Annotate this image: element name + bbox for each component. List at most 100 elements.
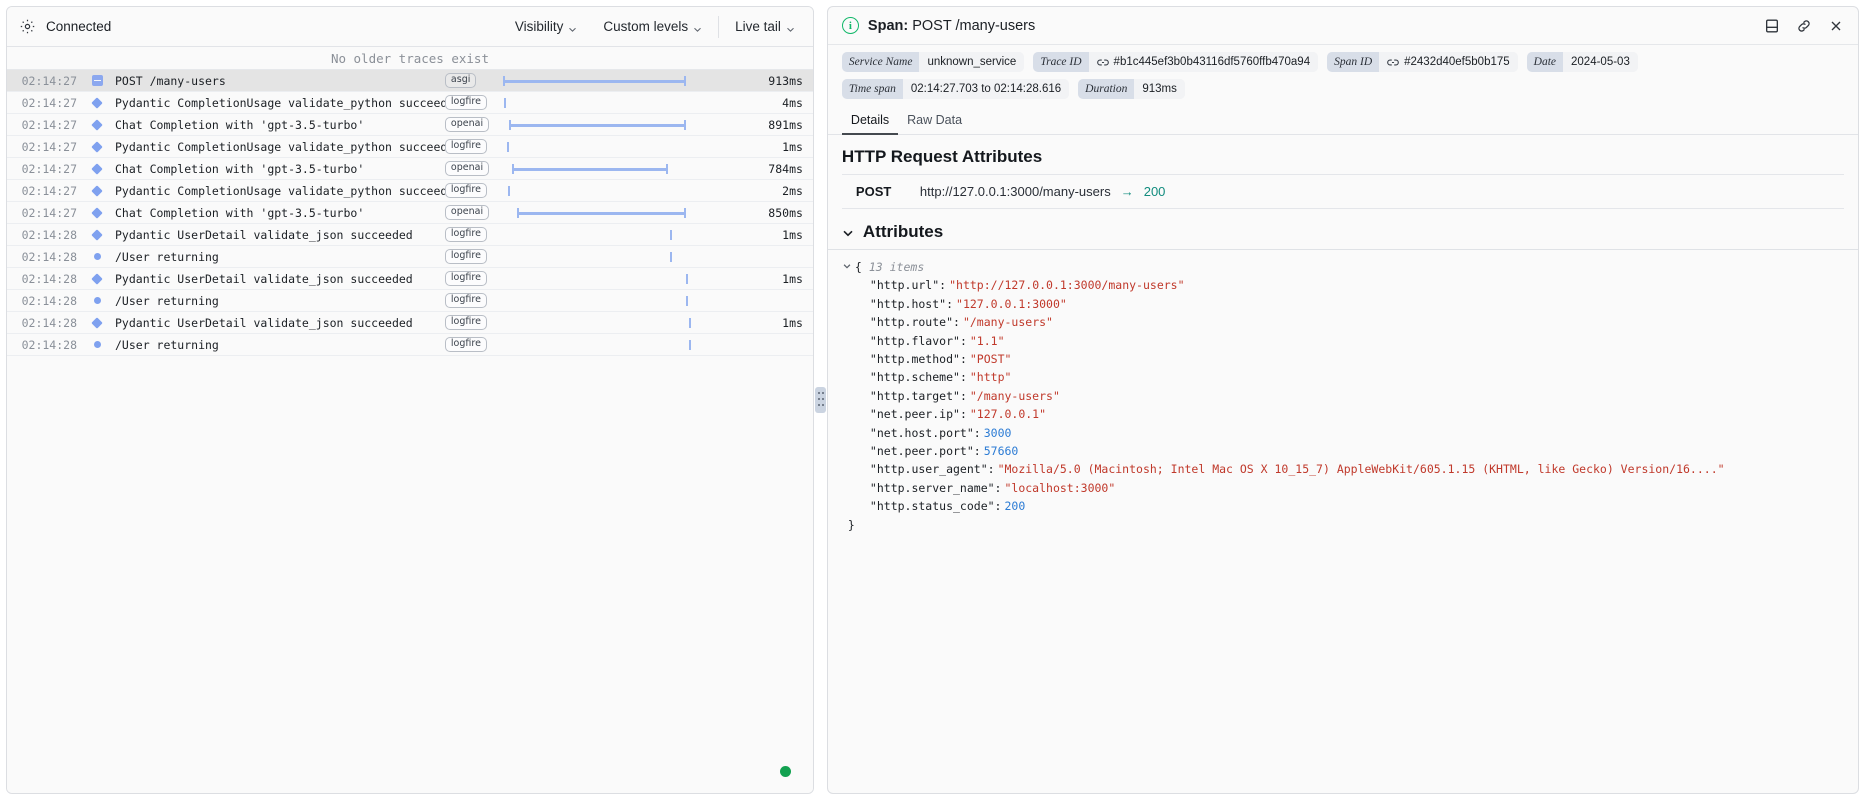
trace-row-label: Pydantic CompletionUsage validate_python… [115,139,445,154]
trace-row-duration: 1ms [782,227,803,242]
json-root-line[interactable]: { 13 items [842,258,1844,276]
tab-raw-data[interactable]: Raw Data [907,113,963,127]
json-entry-value: 57660 [983,444,1019,459]
chevron-down-icon [568,22,577,32]
diamond-icon [81,140,113,153]
trace-row-badge: openai [444,116,490,133]
metadata-pill-value-text: unknown_service [927,56,1017,68]
span-title-value: POST /many-users [912,17,1036,34]
trace-row-badge-cell: openai [444,116,501,133]
close-icon[interactable] [1828,18,1844,34]
json-entry-key: "net.peer.port" [869,444,974,459]
json-entry: "http.route":"/many-users" [842,313,1844,331]
trace-row[interactable]: 02:14:27 Pydantic CompletionUsage validat… [7,136,813,158]
tab-details[interactable]: Details [841,109,899,135]
splitter-grip-icon [814,387,826,413]
live-status-dot [779,766,791,777]
json-entry-value: "127.0.0.1" [969,407,1047,422]
trace-row-badge: logfire [444,314,487,331]
span-detail-panel: i Span: POST /many-users [826,6,1859,794]
trace-row-badge-cell: asgi [444,72,501,89]
json-entry-key: "http.scheme" [869,370,960,385]
trace-row-timestamp: 02:14:27 [21,139,77,154]
visibility-label: Visibility [514,19,564,34]
gear-icon[interactable] [19,18,36,35]
attributes-json-viewer: { 13 items "http.url":"http://127.0.0.1:… [828,250,1858,534]
metadata-pill-value[interactable]: #b1c445ef3b0b43116df5760ffb470a94 [1088,52,1319,72]
attributes-section-header[interactable]: Attributes [827,209,1858,250]
json-open-brace: { [854,260,862,274]
diamond-icon [81,206,113,219]
json-entry: "net.peer.port":57660 [842,442,1844,460]
json-entry-value: 3000 [983,425,1012,440]
panel-layout-icon[interactable] [1764,18,1780,34]
metadata-pill-value: 2024-05-03 [1563,52,1638,72]
json-entry-value: "/many-users" [962,315,1053,330]
json-colon: : [959,407,967,422]
custom-levels-label: Custom levels [603,19,689,34]
link-icon[interactable] [1796,18,1812,34]
trace-row-duration-bar [501,334,747,356]
trace-row-duration: 1ms [782,315,803,330]
metadata-pill-value-text: #b1c445ef3b0b43116df5760ffb470a94 [1113,56,1311,68]
section-title: HTTP Request Attributes [841,147,1043,166]
trace-row-badge: openai [444,204,490,221]
custom-levels-dropdown[interactable]: Custom levels [597,16,708,37]
info-icon: i [841,17,859,34]
trace-row-duration: 1ms [782,271,803,286]
link-icon [1096,58,1109,67]
trace-row-badge: asgi [444,72,477,89]
panel-splitter-handle[interactable] [813,6,827,794]
dot-icon [81,253,113,260]
span-detail-tabs[interactable]: Details Raw Data [827,107,1858,135]
metadata-pill-value[interactable]: #2432d40ef5b0b175 [1379,52,1518,72]
trace-row-timestamp: 02:14:27 [21,161,77,176]
visibility-dropdown[interactable]: Visibility [509,16,584,37]
chevron-down-icon[interactable] [842,258,852,269]
span-title-prefix: Span: [867,17,909,34]
json-entry: "http.url":"http://127.0.0.1:3000/many-u… [842,276,1844,294]
json-colon: : [953,315,960,330]
metadata-pill-value: 913ms [1134,79,1185,99]
dot-icon [81,297,113,304]
trace-row-duration: 4ms [782,95,803,110]
trace-row-timestamp: 02:14:28 [21,249,77,264]
json-entry-value: 200 [1004,499,1026,514]
dot-icon [81,341,113,348]
trace-row-badge-cell: logfire [444,336,501,353]
http-request-row: POST http://127.0.0.1:3000/many-users → … [841,174,1844,209]
trace-row-duration-bar [501,224,747,246]
json-entry-value: "/many-users" [969,388,1060,403]
json-colon: : [973,444,981,459]
json-entry: "http.server_name":"localhost:3000" [842,479,1844,497]
trace-row-timestamp: 02:14:27 [21,205,77,220]
live-tail-dropdown[interactable]: Live tail [729,16,801,37]
json-entry: "http.method":"POST" [842,350,1844,368]
trace-row-badge-cell: logfire [444,248,501,265]
chevron-down-icon[interactable] [842,226,854,238]
json-entry: "net.host.port":3000 [842,424,1844,442]
trace-row-timestamp: 02:14:28 [21,271,77,286]
json-entry-key: "net.host.port" [869,425,974,440]
trace-row-timestamp: 02:14:27 [21,117,77,132]
trace-row-badge: logfire [444,270,487,287]
json-entry-key: "net.peer.ip" [869,407,960,422]
trace-row-duration: 913ms [768,73,803,88]
json-entry-key: "http.url" [869,278,940,293]
collapse-toggle-icon[interactable] [81,75,113,86]
json-colon: : [959,370,967,385]
